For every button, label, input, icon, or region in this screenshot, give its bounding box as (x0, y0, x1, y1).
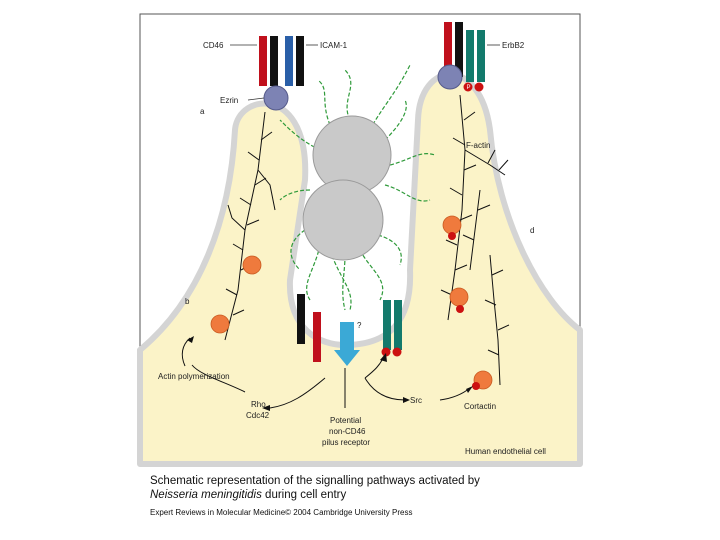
caption-title-line1: Schematic representation of the signalli… (150, 475, 480, 487)
label-human-cell: Human endothelial cell (465, 447, 546, 456)
label-panel-d: d (530, 226, 534, 235)
label-cd46: CD46 (203, 41, 224, 50)
phospho-badge (463, 82, 473, 92)
label-f-actin: F-actin (466, 141, 490, 150)
bacterium-bottom (302, 179, 384, 261)
receptors-right (444, 22, 485, 82)
label-erbb2: ErbB2 (502, 41, 525, 50)
phospho-badge (472, 382, 480, 390)
receptor-teal (394, 300, 402, 350)
receptor-red (313, 312, 321, 362)
caption-credit: Expert Reviews in Molecular Medicine© 20… (150, 508, 413, 517)
receptor-teal (383, 300, 391, 350)
ezrin-sphere (263, 85, 289, 111)
caption-title-line2: Neisseria meningitidis during cell entry (150, 488, 570, 502)
arrowheads (187, 336, 473, 411)
label-cdc42: Cdc42 (246, 411, 270, 420)
phospho-badge (456, 305, 464, 313)
label-potential-3: pilus receptor (322, 438, 370, 447)
label-src: Src (410, 396, 422, 405)
phospho-badge (392, 347, 402, 357)
label-ezrin: Ezrin (220, 96, 238, 105)
label-cortactin: Cortactin (464, 402, 496, 411)
label-icam1: ICAM-1 (320, 41, 348, 50)
label-actin-polymerization: Actin polymerization (158, 372, 230, 381)
label-potential-2: non-CD46 (329, 427, 366, 436)
label-rho: Rho (251, 400, 266, 409)
caption-title: Schematic representation of the signalli… (150, 474, 570, 502)
phospho-badge (474, 82, 484, 92)
label-question: ? (357, 321, 362, 330)
label-potential-1: Potential (330, 416, 361, 425)
label-panel-b: b (185, 297, 190, 306)
phospho-label: P (467, 85, 471, 91)
caption-species: Neisseria meningitidis (150, 489, 262, 501)
signal-arrow (334, 322, 360, 366)
receptor-black (297, 294, 305, 344)
ezrin-sphere-right (437, 64, 463, 90)
label-panel-a: a (200, 107, 205, 116)
phospho-badge (448, 232, 456, 240)
phospho-badge (381, 347, 391, 357)
caption-title-rest: during cell entry (261, 489, 347, 501)
receptors-left (259, 36, 304, 86)
